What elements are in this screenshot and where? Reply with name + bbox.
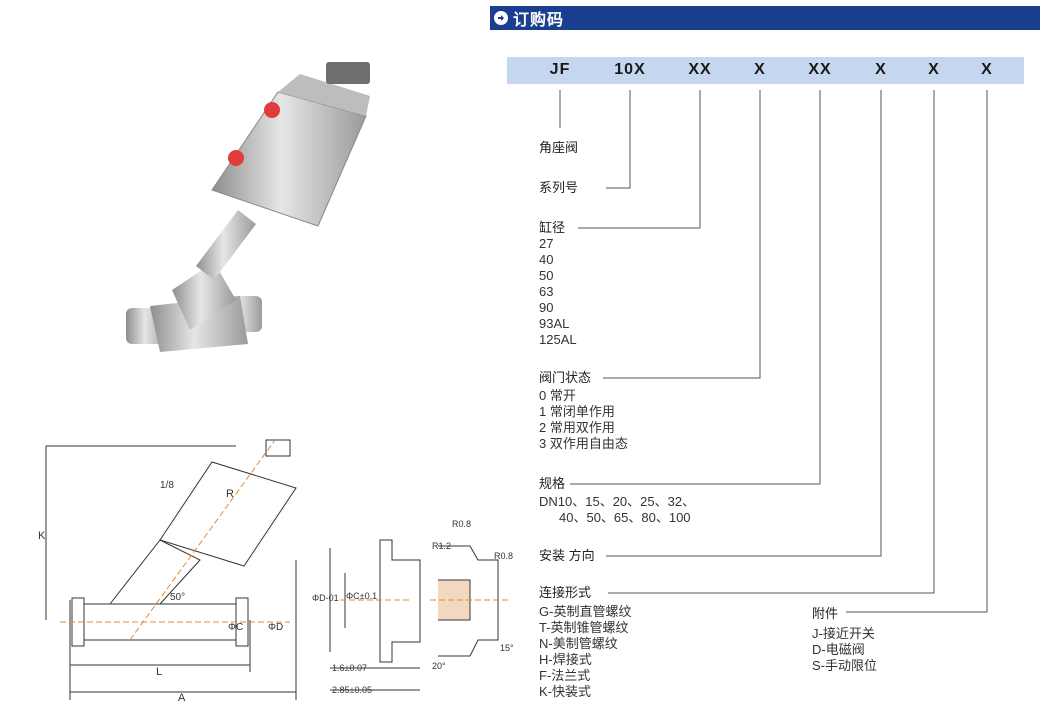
valve-state-option: 0 常开 — [539, 388, 576, 403]
spec-options: DN10、15、20、25、32、 40、50、65、80、100 — [539, 494, 695, 526]
valve-state-option: 1 常闭单作用 — [539, 404, 615, 419]
bore-option: 50 — [539, 268, 554, 283]
code-segment-type: JF — [549, 61, 571, 78]
code-segment-valve-state: X — [754, 61, 766, 78]
section-title: 订购码 — [513, 12, 565, 29]
dim-r-label: R — [226, 488, 234, 500]
bore-options: 27 40 50 63 90 93AL 125AL — [539, 236, 577, 348]
dim-angle-label: 50° — [170, 592, 186, 603]
field-bore-label: 缸径 — [539, 220, 566, 235]
dim-r08b-label: R0.8 — [494, 551, 514, 561]
dim-r08-label: R0.8 — [452, 519, 472, 529]
dim-thread-label: 1/8 — [160, 480, 174, 491]
bore-option: 93AL — [539, 316, 570, 331]
dim-15deg-label: 15° — [500, 643, 514, 653]
accessory-options: J-接近开关 D-电磁阀 S-手动限位 — [812, 626, 877, 674]
valve-side-drawing — [45, 439, 297, 700]
arrow-right-icon — [494, 11, 508, 25]
dim-d-label: ΦD — [268, 622, 284, 633]
connection-option: K-快装式 — [539, 684, 592, 699]
code-segment-spec: XX — [808, 61, 832, 78]
spec-option: DN10、15、20、25、32、 — [539, 494, 696, 509]
spec-option: 40、50、65、80、100 — [559, 510, 691, 525]
valve-photo — [126, 62, 370, 352]
bore-option: 27 — [539, 236, 554, 251]
dim-20deg-label: 20° — [432, 661, 446, 671]
dim-k-label: K — [38, 530, 46, 542]
dim-d-phi-label: ΦD-01 — [312, 593, 339, 603]
accessory-option: J-接近开关 — [812, 626, 875, 641]
dim-r12-label: R1.2 — [432, 541, 452, 551]
bore-option: 40 — [539, 252, 554, 267]
connection-options: G-英制直管螺纹 T-英制锥管螺纹 N-美制管螺纹 H-焊接式 F-法兰式 K-… — [539, 604, 631, 700]
code-segment-series: 10X — [614, 61, 646, 78]
dim-a-label: A — [178, 692, 186, 704]
bore-option: 63 — [539, 284, 554, 299]
valve-state-option: 2 常用双作用 — [539, 420, 615, 435]
valve-state-option: 3 双作用自由态 — [539, 436, 628, 451]
flange-detail-drawing — [329, 539, 510, 691]
valve-state-options: 0 常开 1 常闭单作用 2 常用双作用 3 双作用自由态 — [539, 388, 628, 452]
dim-c-label: ΦC — [228, 622, 244, 633]
code-segment-connection: X — [928, 61, 940, 78]
order-code-band — [507, 57, 1024, 84]
dim-l-label: L — [156, 666, 163, 678]
field-valve-state-label: 阀门状态 — [539, 370, 592, 385]
connection-option: T-英制锥管螺纹 — [539, 620, 629, 635]
accessory-option: D-电磁阀 — [812, 642, 865, 657]
field-type-label: 角座阀 — [539, 140, 579, 155]
connection-option: F-法兰式 — [539, 668, 591, 683]
bore-option: 125AL — [539, 332, 577, 347]
field-accessory-label: 附件 — [812, 606, 839, 621]
code-segment-bore: XX — [688, 61, 712, 78]
connection-option: G-英制直管螺纹 — [539, 604, 632, 619]
dim-t1-label: 1.6±0.07 — [332, 663, 367, 673]
field-spec-label: 规格 — [539, 476, 566, 491]
field-install-label: 安装 方向 — [539, 548, 595, 563]
field-series-label: 系列号 — [539, 180, 579, 195]
leader-lines — [559, 90, 988, 613]
connection-option: H-焊接式 — [539, 652, 592, 667]
dim-c-phi-label: ΦC±0.1 — [346, 591, 378, 601]
accessory-option: S-手动限位 — [812, 658, 878, 673]
field-connection-label: 连接形式 — [539, 585, 592, 600]
code-segment-install: X — [875, 61, 887, 78]
connection-option: N-美制管螺纹 — [539, 636, 618, 651]
section-header: 订购码 — [490, 6, 1040, 30]
code-segment-accessory: X — [981, 61, 993, 78]
bore-option: 90 — [539, 300, 554, 315]
dim-t2-label: 2.85±0.05 — [332, 685, 372, 695]
